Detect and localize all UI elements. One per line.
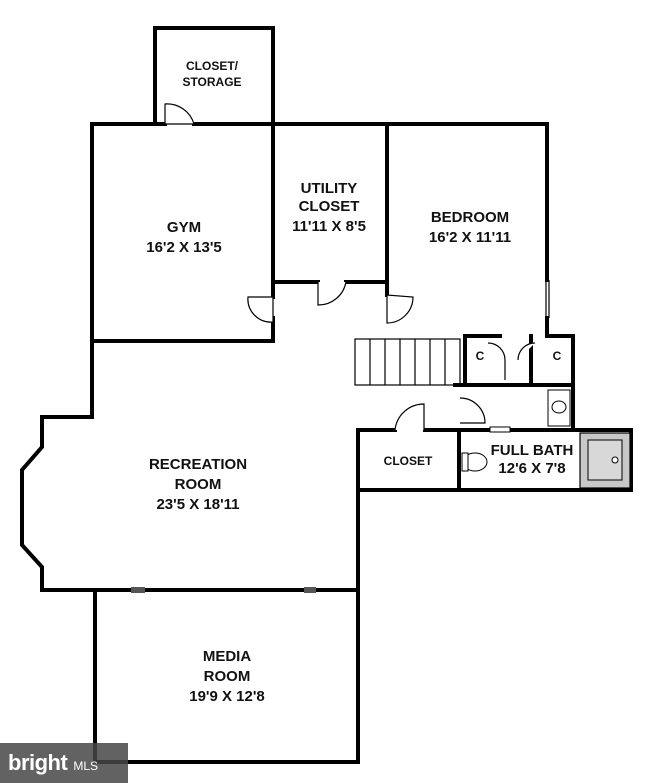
room-labels: CLOSET/ STORAGE UTILITY CLOSET 11'11 X 8… xyxy=(146,59,573,705)
utility-label-2: CLOSET xyxy=(299,198,360,215)
door-c1 xyxy=(487,342,506,380)
marker-left xyxy=(131,587,145,593)
recreation-dims: 23'5 X 18'11 xyxy=(156,496,239,513)
bedroom-label: BEDROOM xyxy=(431,209,509,226)
watermark-suffix: MLS xyxy=(73,759,99,773)
media-label-1: MEDIA xyxy=(203,648,252,665)
door-gym xyxy=(247,296,274,323)
utility-label-1: UTILITY xyxy=(301,180,358,197)
doors xyxy=(131,103,550,593)
bright-mls-watermark: bright MLS xyxy=(0,743,128,783)
bath-fixtures xyxy=(461,389,631,489)
walls xyxy=(20,26,633,764)
bedroom-dims: 16'2 X 11'11 xyxy=(429,229,511,246)
door-c2 xyxy=(517,342,536,361)
recreation-label-2: ROOM xyxy=(175,476,222,493)
full-bath-dims: 12'6 X 7'8 xyxy=(498,460,565,477)
door-bedroom xyxy=(386,294,414,324)
watermark-brand: bright xyxy=(8,750,68,775)
closet-storage-label-2: STORAGE xyxy=(182,75,241,89)
gym-dims: 16'2 X 13'5 xyxy=(146,239,222,256)
door-bath xyxy=(459,397,486,424)
gym-label: GYM xyxy=(167,219,201,236)
marker-right xyxy=(304,587,316,593)
media-label-2: ROOM xyxy=(204,668,251,685)
closet-c2-label: C xyxy=(553,349,562,363)
door-closet xyxy=(394,403,425,431)
full-bath-label: FULL BATH xyxy=(491,442,574,459)
utility-dims: 11'11 X 8'5 xyxy=(292,218,366,235)
staircase xyxy=(354,338,461,386)
door-closet-storage xyxy=(164,103,195,125)
closet-storage-label-1: CLOSET/ xyxy=(186,59,239,73)
closet-label: CLOSET xyxy=(384,454,433,468)
recreation-label-1: RECREATION xyxy=(149,456,247,473)
closet-c1-label: C xyxy=(476,349,485,363)
door-utility xyxy=(317,281,347,306)
media-dims: 19'9 X 12'8 xyxy=(189,688,265,705)
